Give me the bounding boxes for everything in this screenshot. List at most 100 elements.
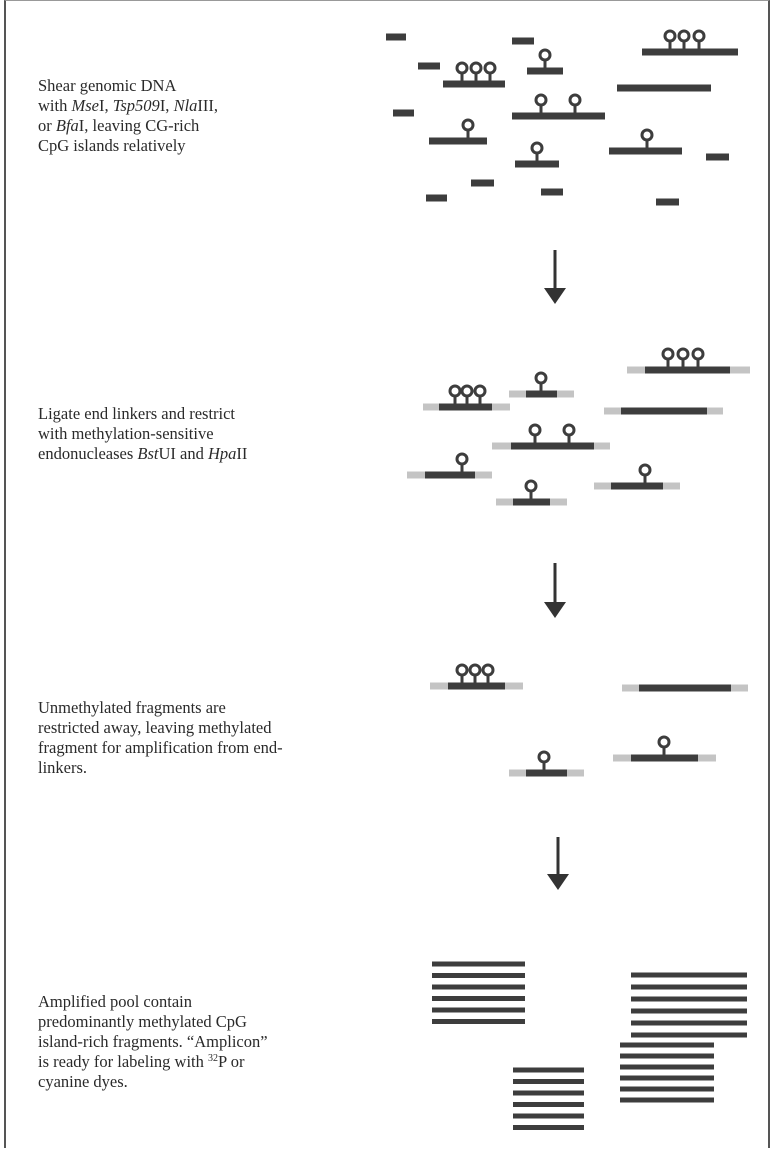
enzyme-name: Nla <box>173 96 198 115</box>
methyl-lollipop-icon <box>663 29 677 43</box>
dna-fragment <box>611 482 663 490</box>
down-arrow-icon <box>547 874 569 890</box>
caption-text: predominantly methylated CpG <box>38 1012 247 1031</box>
caption-line: predominantly methylated CpG <box>38 1012 368 1032</box>
dna-fragment <box>448 682 505 690</box>
dna-fragment <box>513 498 550 506</box>
dna-fragment <box>386 33 406 41</box>
methyl-lollipop-icon <box>676 347 690 361</box>
dna-fragment <box>425 471 475 479</box>
caption-line: linkers. <box>38 758 368 778</box>
enzyme-name: Tsp509 <box>112 96 160 115</box>
methyl-lollipop-icon <box>691 347 705 361</box>
amplicon-strand <box>432 996 525 1001</box>
methyl-lollipop-icon <box>537 750 551 764</box>
caption-text: is ready for labeling with <box>38 1052 208 1071</box>
caption-text: fragment for amplification from end- <box>38 738 283 757</box>
methyl-lollipop-icon <box>677 29 691 43</box>
amplicon-strand <box>432 1007 525 1013</box>
figure-frame <box>4 0 770 1148</box>
caption-text: Amplified pool contain <box>38 992 192 1011</box>
dna-fragment <box>512 37 534 45</box>
amplicon-strand <box>631 972 747 978</box>
caption-line: island-rich fragments. “Amplicon” <box>38 1032 368 1052</box>
amplicon-strand <box>631 1032 747 1038</box>
caption-line: Unmethylated fragments are <box>38 698 368 718</box>
enzyme-name: Mse <box>71 96 99 115</box>
amplicon-strand <box>631 1008 747 1014</box>
methyl-lollipop-icon <box>530 141 544 155</box>
caption-text: III, <box>197 96 219 115</box>
caption-text: or <box>38 116 56 135</box>
caption-line: or BfaI, leaving CG-rich <box>38 116 368 136</box>
caption-text: endonucleases <box>38 444 138 463</box>
caption-text: Unmethylated fragments are <box>38 698 226 717</box>
dna-fragment <box>617 84 711 92</box>
caption-text: with <box>38 96 72 115</box>
dna-fragment <box>656 198 679 206</box>
dna-fragment <box>393 109 414 117</box>
caption-line: CpG islands relatively <box>38 136 368 156</box>
amplicon-strand <box>631 996 747 1002</box>
caption-text: II <box>236 444 248 463</box>
amplicon-strand <box>631 1020 747 1026</box>
amplicon-strand <box>432 984 525 990</box>
caption-text: I, leaving CG-rich <box>78 116 200 135</box>
methyl-lollipop-icon <box>455 61 469 75</box>
caption-line: Ligate end linkers and restrict <box>38 404 368 424</box>
dna-fragment <box>511 442 594 450</box>
amplicon-strand <box>513 1067 584 1073</box>
dna-fragment <box>443 80 505 88</box>
amplicon-strand <box>631 984 747 990</box>
methyl-lollipop-icon <box>483 61 497 75</box>
methyl-lollipop-icon <box>469 61 483 75</box>
caption-text: cyanine dyes. <box>38 1072 128 1091</box>
amplicon-strand <box>513 1125 584 1130</box>
amplicon-strand <box>513 1079 584 1084</box>
methyl-lollipop-icon <box>481 663 495 677</box>
amplicon-strand <box>620 1064 714 1070</box>
amplicon-strand <box>620 1097 714 1103</box>
methyl-lollipop-icon <box>528 423 542 437</box>
dna-fragment <box>609 147 682 155</box>
methyl-lollipop-icon <box>562 423 576 437</box>
dna-fragment <box>429 137 487 145</box>
caption-text: I, <box>98 96 113 115</box>
methyl-lollipop-icon <box>473 384 487 398</box>
caption-text: P or <box>218 1052 245 1071</box>
methyl-lollipop-icon <box>657 735 671 749</box>
enzyme-name: Bst <box>137 444 159 463</box>
caption-text: Shear genomic DNA <box>38 76 177 95</box>
amplicon-strand <box>513 1102 584 1107</box>
dna-fragment <box>471 179 494 187</box>
methyl-lollipop-icon <box>534 371 548 385</box>
amplicon-strand <box>513 1090 584 1096</box>
amplicon-strand <box>620 1042 714 1048</box>
dna-fragment <box>426 194 447 202</box>
methyl-lollipop-icon <box>448 384 462 398</box>
amplicon-strand <box>432 1019 525 1024</box>
caption-line: Shear genomic DNA <box>38 76 368 96</box>
caption-line: with MseI, Tsp509I, NlaIII, <box>38 96 368 116</box>
amplicon-strand <box>513 1113 584 1119</box>
methyl-lollipop-icon <box>638 463 652 477</box>
enzyme-name: Bfa <box>55 116 79 135</box>
methyl-lollipop-icon <box>534 93 548 107</box>
caption-line: is ready for labeling with 32P or <box>38 1052 368 1072</box>
dna-fragment <box>706 153 729 161</box>
caption-line: cyanine dyes. <box>38 1072 368 1092</box>
dna-fragment <box>541 188 563 196</box>
methyl-lollipop-icon <box>640 128 654 142</box>
caption-text: Ligate end linkers and restrict <box>38 404 236 423</box>
caption-text: with methylation-sensitive <box>38 424 214 443</box>
amplicon-strand <box>620 1086 714 1092</box>
dna-fragment <box>631 754 698 762</box>
dna-fragment <box>621 407 707 415</box>
dna-fragment <box>418 62 440 70</box>
dna-fragment <box>527 67 563 75</box>
methyl-lollipop-icon <box>568 93 582 107</box>
